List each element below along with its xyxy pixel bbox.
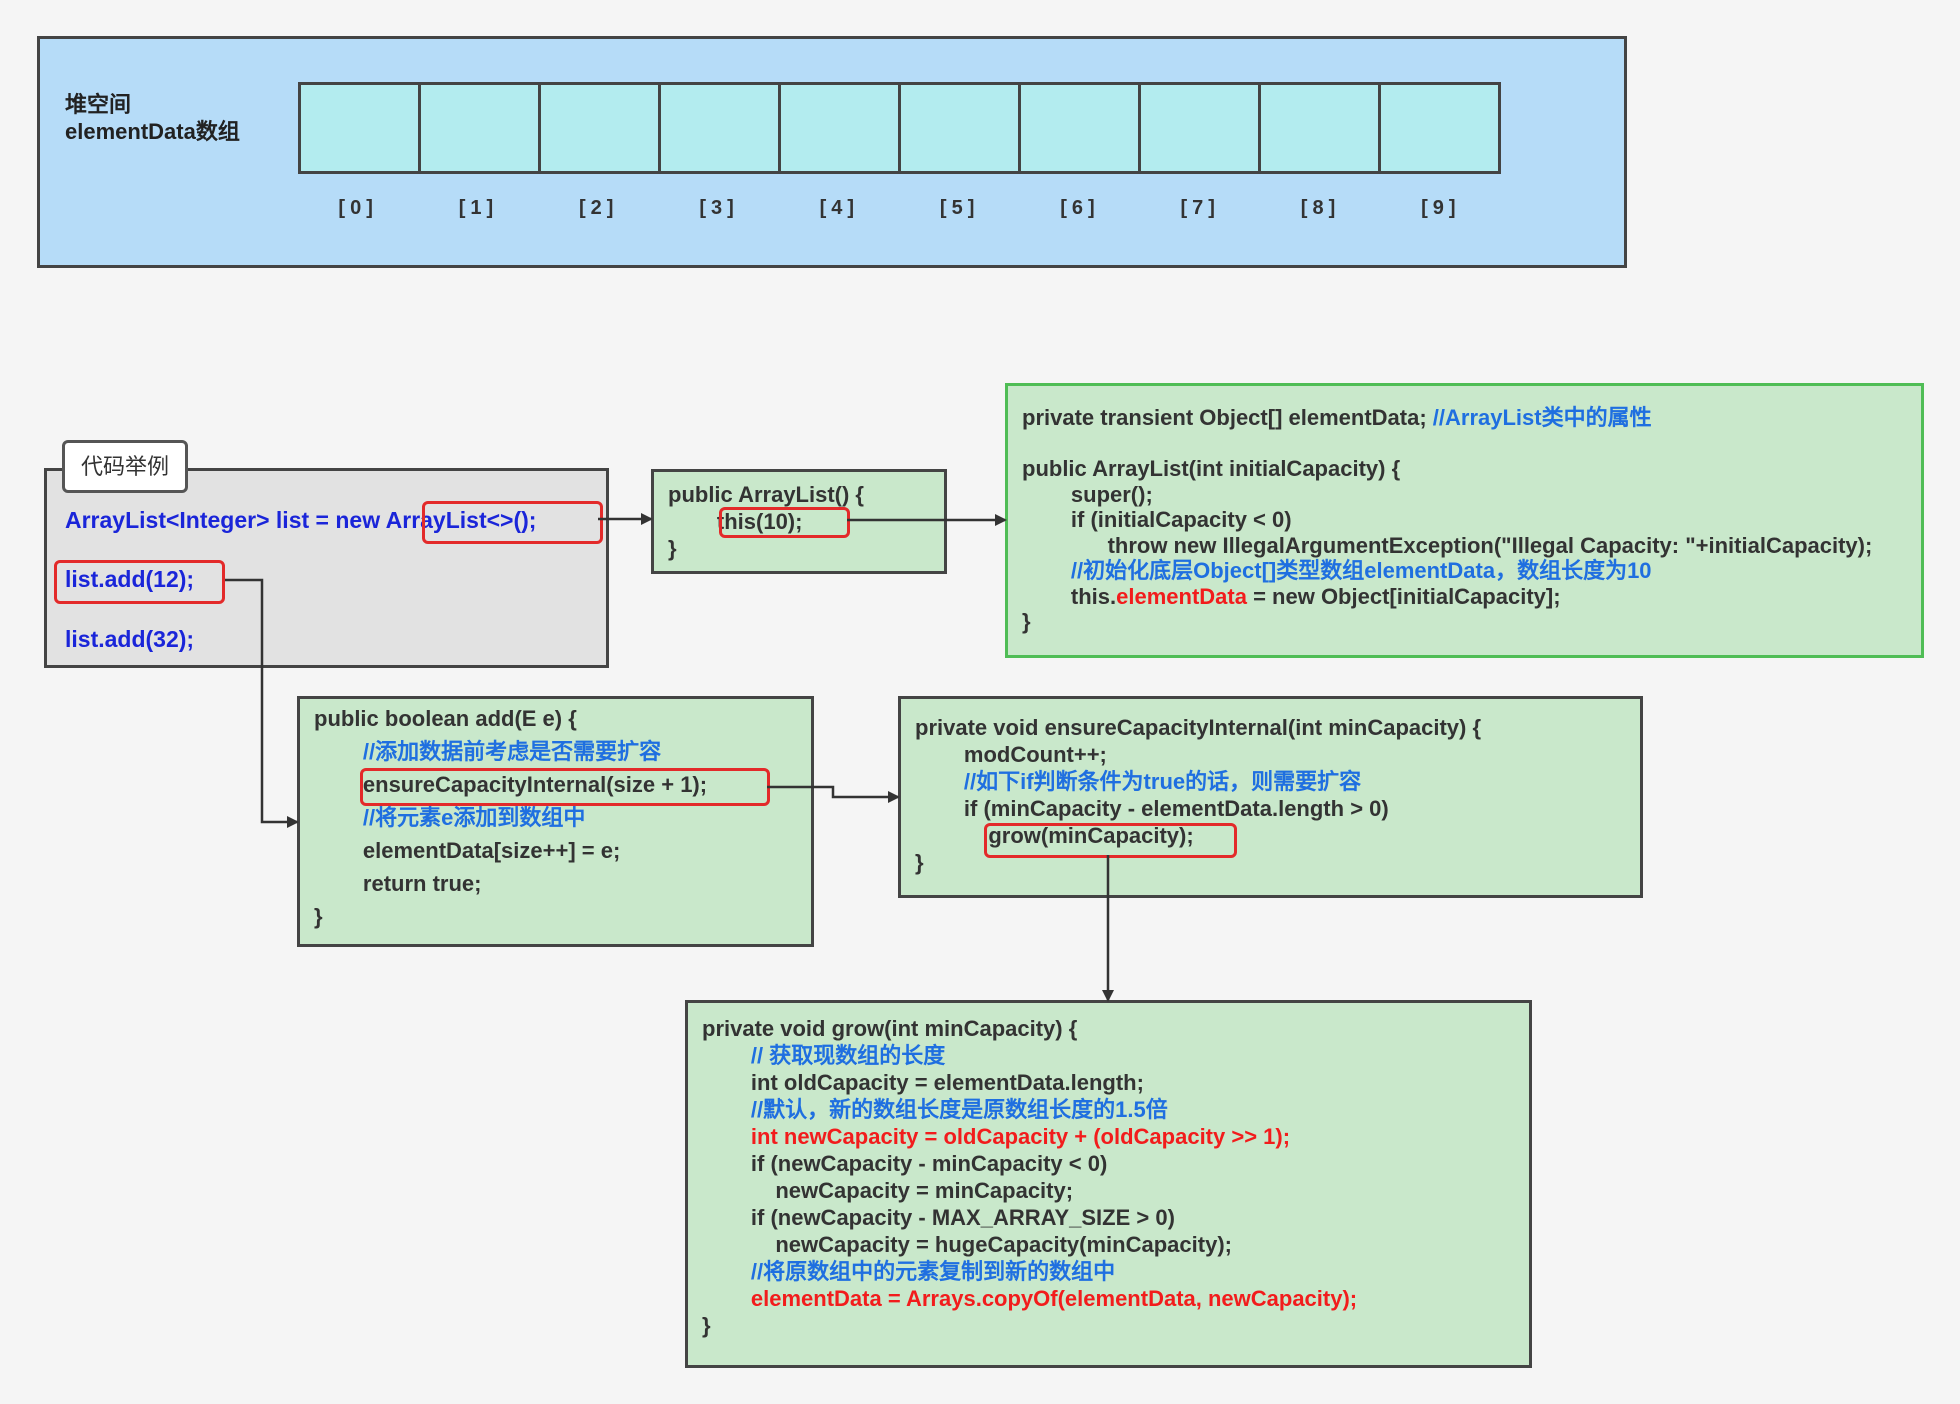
ctor-line1: public ArrayList() { <box>668 482 864 507</box>
array-index-label: [5] <box>939 197 980 219</box>
ensure-line6: } <box>915 850 924 875</box>
add-line7: } <box>314 904 323 929</box>
field-comment: //ArrayList类中的属性 <box>1432 405 1652 430</box>
array-cell <box>421 85 541 171</box>
array-cell <box>661 85 781 171</box>
grow-line2-comment: // 获取现数组的长度 <box>702 1043 946 1068</box>
add-line6: return true; <box>314 871 482 896</box>
grow-line9: newCapacity = hugeCapacity(minCapacity); <box>702 1232 1232 1257</box>
field-line1: private transient Object[] elementData; … <box>1022 404 1652 431</box>
array-cell <box>1021 85 1141 171</box>
array-index-label: [1] <box>458 197 499 219</box>
array-index-label: [6] <box>1060 197 1100 219</box>
example-line-new: ArrayList<Integer> list = new ArrayList<… <box>65 507 537 533</box>
heap-title-line2: elementData数组 <box>65 119 240 144</box>
field-line8-c: = new Object[initialCapacity]; <box>1246 584 1561 609</box>
field-declaration: private transient Object[] elementData; <box>1022 405 1433 430</box>
array-cell <box>1261 85 1381 171</box>
example-code-panel: ArrayList<Integer> list = new ArrayList<… <box>44 468 609 668</box>
grow-line3: int oldCapacity = elementData.length; <box>702 1070 1144 1095</box>
highlight-new-arraylist <box>422 501 603 544</box>
field-line7-comment: //初始化底层Object[]类型数组elementData，数组长度为10 <box>1022 558 1652 583</box>
grow-line10-comment: //将原数组中的元素复制到新的数组中 <box>702 1259 1116 1284</box>
capacity-constructor-panel: private transient Object[] elementData; … <box>1005 383 1924 658</box>
ensure-line2: modCount++; <box>915 742 1107 767</box>
array-index-label: [4] <box>819 197 860 219</box>
example-tag: 代码举例 <box>62 440 188 493</box>
array-index-label: [9] <box>1421 197 1461 219</box>
ensure-capacity-panel: private void ensureCapacityInternal(int … <box>898 696 1643 898</box>
grow-line12: } <box>702 1313 711 1338</box>
grow-line8: if (newCapacity - MAX_ARRAY_SIZE > 0) <box>702 1205 1175 1230</box>
example-line-add32: list.add(32); <box>65 626 195 652</box>
field-line8-elementdata: elementData <box>1116 584 1247 609</box>
highlight-this10 <box>719 507 850 538</box>
ensure-line1: private void ensureCapacityInternal(int … <box>915 715 1482 740</box>
array-cell <box>1381 85 1498 171</box>
example-line-add12: list.add(12); <box>65 566 195 592</box>
array-index-label: [8] <box>1300 197 1341 219</box>
grow-line6: if (newCapacity - minCapacity < 0) <box>702 1151 1108 1176</box>
grow-method-panel: private void grow(int minCapacity) { // … <box>685 1000 1532 1368</box>
array-cell <box>901 85 1021 171</box>
highlight-grow-call <box>984 823 1237 858</box>
field-line8: this.elementData = new Object[initialCap… <box>1022 583 1561 610</box>
field-line8-a: this. <box>1022 584 1117 609</box>
array-index-label: [7] <box>1180 197 1220 219</box>
add-line2-comment: //添加数据前考虑是否需要扩容 <box>314 739 662 764</box>
array-index-label: [0] <box>338 197 378 219</box>
add-line3: ensureCapacityInternal(size + 1); <box>314 772 708 797</box>
default-constructor-panel: public ArrayList() { this(10); } <box>651 469 947 574</box>
add-line1: public boolean add(E e) { <box>314 706 577 731</box>
array-index-label: [2] <box>579 197 619 219</box>
ctor-line2: this(10); <box>668 509 803 534</box>
grow-line11-copyof: elementData = Arrays.copyOf(elementData,… <box>702 1286 1358 1311</box>
array-cell <box>781 85 901 171</box>
highlight-list-add <box>54 560 225 604</box>
array-cell <box>301 85 421 171</box>
heap-title-line1: 堆空间 <box>65 92 132 117</box>
ensure-line4: if (minCapacity - elementData.length > 0… <box>915 796 1389 821</box>
array-index-labels: [0] [1] [2] [3] [4] [5] [6] [7] [8] [9] <box>298 197 1501 220</box>
add-line5: elementData[size++] = e; <box>314 838 621 863</box>
grow-line4-comment: //默认，新的数组长度是原数组长度的1.5倍 <box>702 1097 1168 1122</box>
ensure-line5: grow(minCapacity); <box>915 823 1194 848</box>
field-line5: if (initialCapacity < 0) <box>1022 507 1292 532</box>
ctor-line3: } <box>668 536 677 561</box>
heap-title: 堆空间 elementData数组 <box>65 91 240 145</box>
field-line9: } <box>1022 609 1031 634</box>
grow-line7: newCapacity = minCapacity; <box>702 1178 1074 1203</box>
grow-line5-newcapacity: int newCapacity = oldCapacity + (oldCapa… <box>702 1124 1291 1149</box>
ensure-line3-comment: //如下if判断条件为true的话，则需要扩容 <box>915 769 1362 794</box>
heap-space-panel: 堆空间 elementData数组 [0][1][2][3][4][5][6][… <box>37 36 1627 268</box>
grow-line1: private void grow(int minCapacity) { <box>702 1016 1078 1041</box>
field-line4: super(); <box>1022 482 1153 507</box>
array-index-label: [3] <box>699 197 739 219</box>
highlight-ensure-call <box>360 768 770 806</box>
array-cell <box>1141 85 1261 171</box>
add-method-panel: public boolean add(E e) { //添加数据前考虑是否需要扩… <box>297 696 814 947</box>
array-cell <box>541 85 661 171</box>
field-line6: throw new IllegalArgumentException("Ille… <box>1022 533 1873 558</box>
add-line4-comment: //将元素e添加到数组中 <box>314 805 586 830</box>
field-line3: public ArrayList(int initialCapacity) { <box>1022 456 1401 481</box>
element-data-array <box>298 82 1501 174</box>
